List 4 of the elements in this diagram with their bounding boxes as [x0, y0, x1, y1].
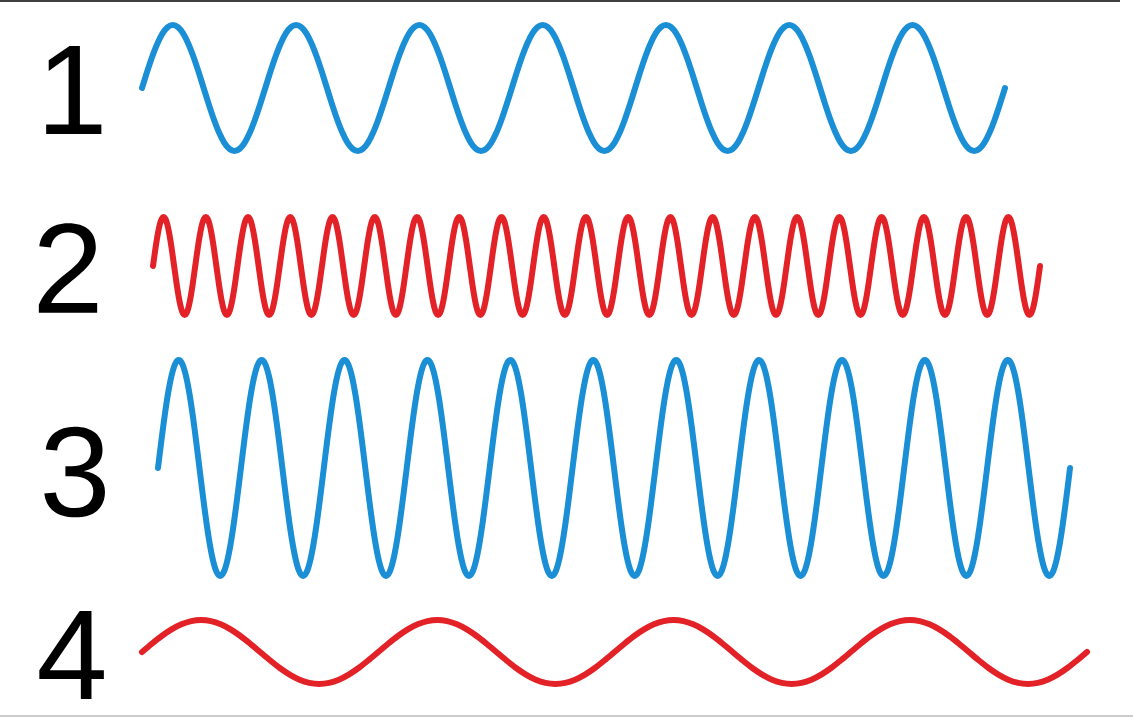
wave-number: 2	[38, 223, 98, 313]
wave-number: 3	[44, 426, 105, 518]
wave-number: 4	[39, 610, 104, 700]
wave-number: 1	[46, 45, 102, 135]
